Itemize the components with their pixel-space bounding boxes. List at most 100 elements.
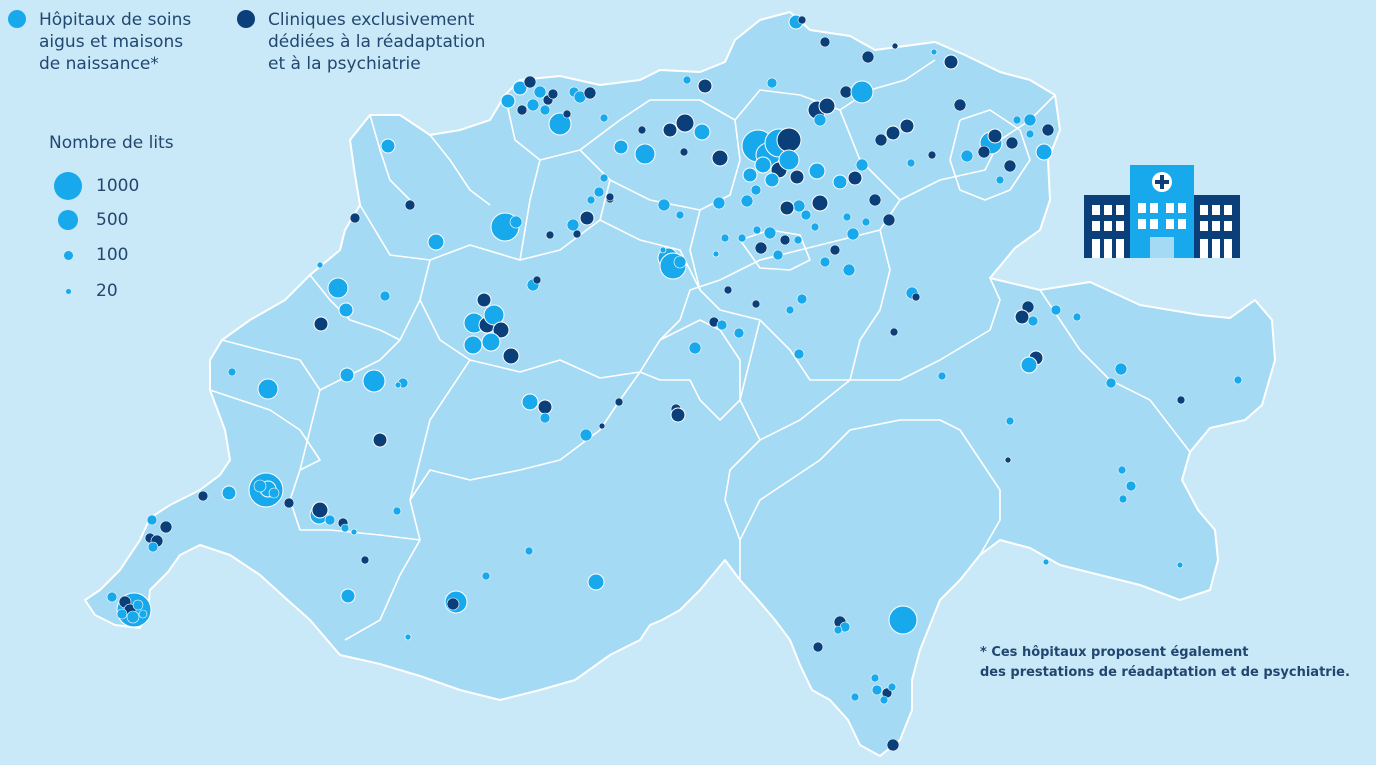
acute-hospital-marker bbox=[1176, 561, 1184, 569]
rehab-clinic-marker bbox=[927, 150, 937, 160]
acute-hospital-marker bbox=[832, 174, 848, 190]
acute-hospital-marker bbox=[673, 255, 687, 269]
acute-hospital-marker bbox=[888, 605, 918, 635]
acute-hospital-marker bbox=[599, 173, 609, 183]
hospital-building-icon bbox=[1084, 165, 1240, 258]
acute-hospital-marker bbox=[268, 487, 280, 499]
acute-hospital-marker bbox=[937, 371, 947, 381]
acute-hospital-marker bbox=[427, 233, 445, 251]
rehab-clinic-marker bbox=[679, 147, 689, 157]
acute-hospital-marker bbox=[221, 485, 237, 501]
rehab-clinic-marker bbox=[874, 133, 888, 147]
hospital-markers bbox=[106, 14, 1243, 752]
rehab-clinic-marker bbox=[502, 347, 520, 365]
rehab-clinic-marker bbox=[523, 75, 537, 89]
acute-hospital-marker bbox=[740, 194, 754, 208]
rehab-clinic-marker bbox=[711, 149, 729, 167]
acute-hospital-marker bbox=[327, 277, 349, 299]
rehab-clinic-marker bbox=[943, 54, 959, 70]
size-legend-label-20: 20 bbox=[96, 281, 118, 301]
rehab-clinic-marker bbox=[446, 597, 460, 611]
acute-hospital-marker bbox=[1005, 416, 1015, 426]
size-legend-title: Nombre de lits bbox=[49, 133, 174, 153]
acute-hospital-marker bbox=[340, 588, 356, 604]
rehab-clinic-marker bbox=[889, 327, 899, 337]
acute-hospital-marker bbox=[1027, 315, 1039, 327]
acute-hospital-marker bbox=[126, 610, 140, 624]
rehab-clinic-marker bbox=[751, 299, 761, 309]
rehab-clinic-marker bbox=[818, 97, 836, 115]
acute-hospital-marker bbox=[879, 695, 889, 705]
acute-hospital-marker bbox=[579, 428, 593, 442]
acute-hospital-marker bbox=[850, 80, 874, 104]
rehab-clinic-marker bbox=[476, 292, 492, 308]
acute-hospital-marker bbox=[481, 571, 491, 581]
acute-hospital-marker bbox=[599, 113, 609, 123]
acute-hospital-marker bbox=[1042, 558, 1050, 566]
acute-hospital-marker bbox=[1105, 377, 1117, 389]
acute-dot-icon bbox=[8, 10, 26, 28]
acute-hospital-marker bbox=[593, 186, 605, 198]
acute-hospital-marker bbox=[509, 215, 523, 229]
acute-hospital-marker bbox=[524, 546, 534, 556]
acute-hospital-marker bbox=[339, 367, 355, 383]
acute-hospital-marker bbox=[737, 233, 747, 243]
rehab-clinic-marker bbox=[911, 292, 921, 302]
legend-label-acute: Hôpitaux de soins aigus et maisons de na… bbox=[39, 10, 192, 74]
acute-hospital-marker bbox=[960, 149, 974, 163]
rehab-clinic-marker bbox=[797, 15, 807, 25]
acute-hospital-marker bbox=[808, 162, 826, 180]
rehab-clinic-marker bbox=[614, 397, 624, 407]
rehab-dot-icon bbox=[237, 10, 255, 28]
rehab-clinic-marker bbox=[811, 194, 829, 212]
acute-hospital-marker bbox=[1114, 362, 1128, 376]
acute-hospital-marker bbox=[796, 293, 808, 305]
acute-hospital-marker bbox=[764, 172, 780, 188]
acute-hospital-marker bbox=[132, 599, 144, 611]
acute-hospital-marker bbox=[1035, 143, 1053, 161]
rehab-clinic-marker bbox=[572, 229, 582, 239]
acute-hospital-marker bbox=[483, 304, 505, 326]
legend-label-rehab: Cliniques exclusivement dédiées à la réa… bbox=[268, 10, 486, 74]
acute-hospital-marker bbox=[842, 212, 852, 222]
rehab-clinic-marker bbox=[779, 234, 791, 246]
acute-hospital-marker bbox=[846, 227, 860, 241]
rehab-clinic-marker bbox=[311, 501, 329, 519]
size-500-circle-icon bbox=[58, 210, 78, 230]
acute-hospital-marker bbox=[500, 93, 516, 109]
size-legend-label-500: 500 bbox=[96, 210, 129, 230]
acute-hospital-marker bbox=[842, 263, 856, 277]
acute-hospital-marker bbox=[521, 393, 539, 411]
rehab-clinic-marker bbox=[723, 285, 733, 295]
acute-hospital-marker bbox=[763, 226, 777, 240]
rehab-clinic-marker bbox=[598, 422, 606, 430]
acute-hospital-marker bbox=[800, 209, 812, 221]
acute-hospital-marker bbox=[752, 225, 762, 235]
rehab-clinic-marker bbox=[1041, 123, 1055, 137]
rehab-clinic-marker bbox=[847, 170, 863, 186]
acute-hospital-marker bbox=[754, 156, 772, 174]
size-20-circle-icon bbox=[65, 288, 71, 294]
acute-hospital-marker bbox=[712, 250, 720, 258]
size-legend-row-20: 20 bbox=[54, 281, 118, 301]
size-legend-label-100: 100 bbox=[96, 245, 129, 265]
rehab-clinic-marker bbox=[868, 193, 882, 207]
rehab-clinic-marker bbox=[537, 399, 553, 415]
legend-item-rehab: Cliniques exclusivement dédiées à la réa… bbox=[237, 9, 485, 75]
acute-hospital-marker bbox=[533, 85, 547, 99]
acute-hospital-marker bbox=[742, 167, 758, 183]
acute-hospital-marker bbox=[793, 235, 803, 245]
rehab-clinic-marker bbox=[953, 98, 967, 112]
acute-hospital-marker bbox=[539, 104, 551, 116]
acute-hospital-marker bbox=[106, 591, 118, 603]
acute-hospital-marker bbox=[1072, 312, 1082, 322]
rehab-clinic-marker bbox=[987, 128, 1003, 144]
rehab-clinic-marker bbox=[562, 109, 572, 119]
acute-hospital-marker bbox=[833, 625, 843, 635]
acute-hospital-marker bbox=[906, 158, 916, 168]
rehab-clinic-marker bbox=[670, 407, 686, 423]
rehab-clinic-marker bbox=[492, 321, 510, 339]
acute-hospital-marker bbox=[1023, 113, 1037, 127]
acute-hospital-marker bbox=[870, 673, 880, 683]
acute-hospital-marker bbox=[634, 143, 656, 165]
